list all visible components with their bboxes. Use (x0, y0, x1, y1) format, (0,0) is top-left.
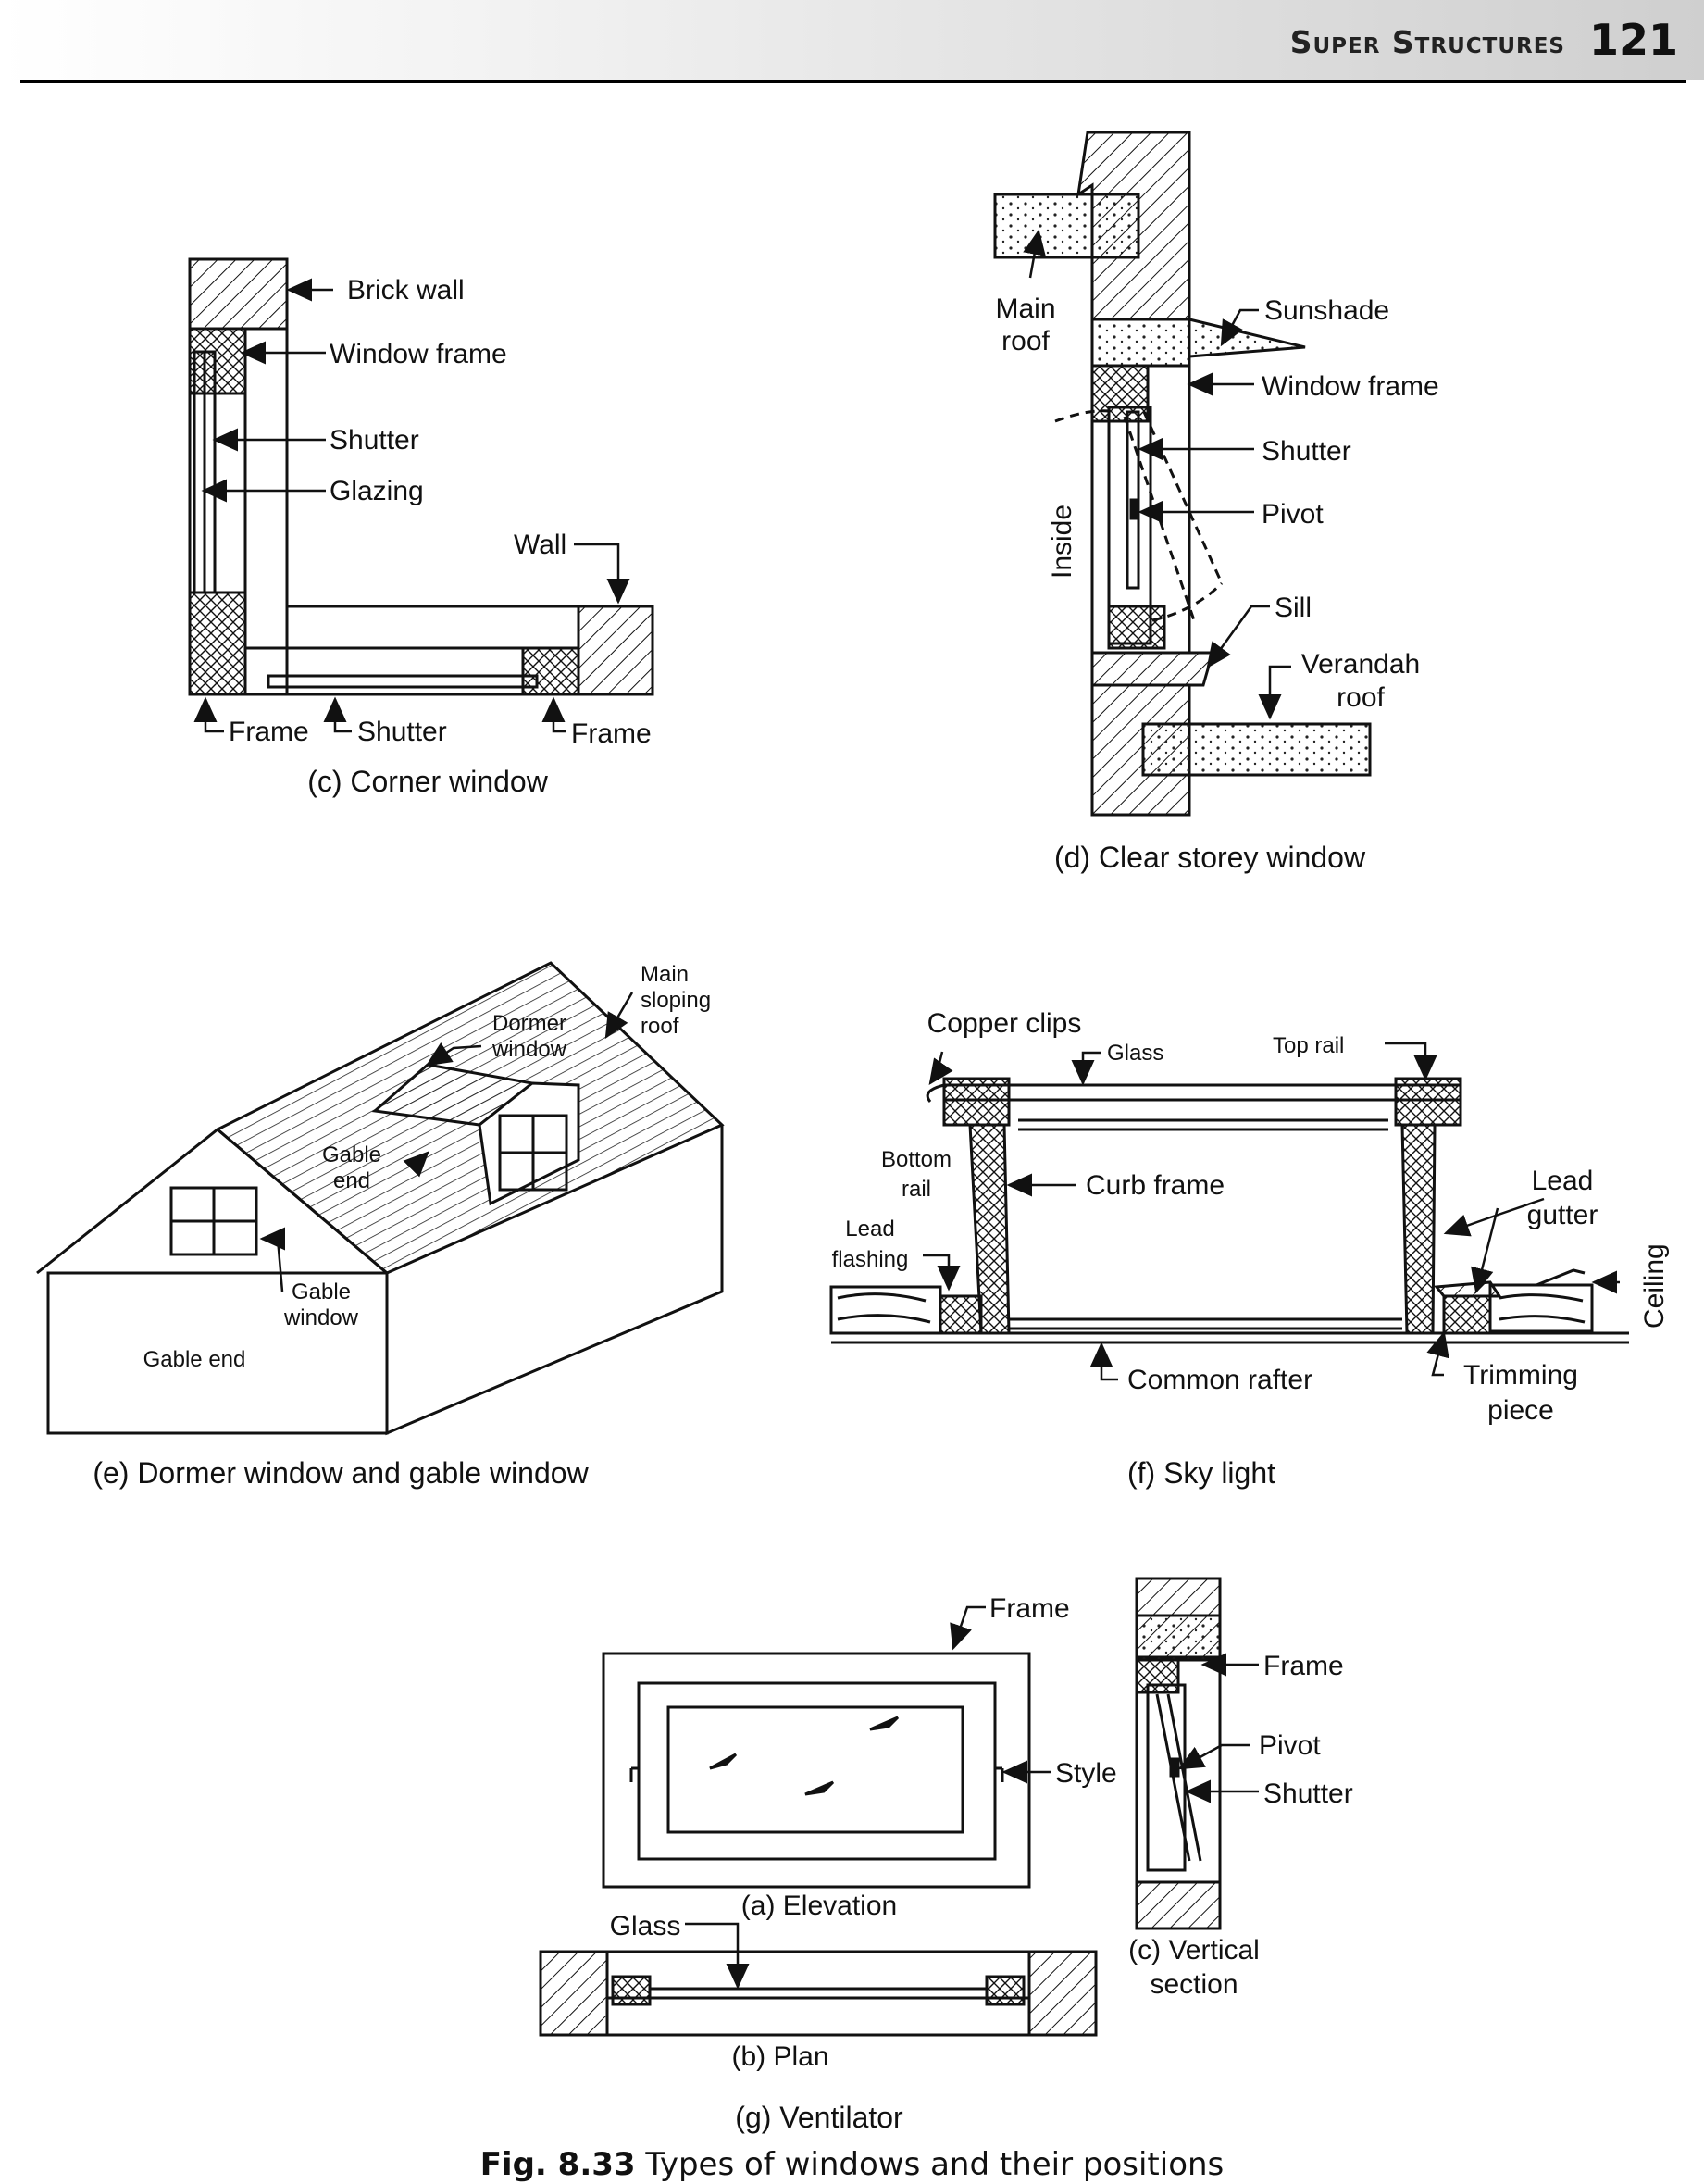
label-brick-wall: Brick wall (347, 275, 465, 306)
label-bottom-rail-1: Bottom (881, 1147, 952, 1172)
running-title: Super Structures (1289, 24, 1565, 60)
header-band (0, 0, 1704, 80)
label-frame-right: Frame (571, 718, 652, 749)
caption-clear-storey: (d) Clear storey window (1054, 841, 1366, 874)
label-lead-flashing-1: Lead (845, 1217, 894, 1242)
label-inside: Inside (1047, 505, 1077, 579)
ventilator-figure (539, 1577, 1222, 2037)
dormer-window-leaders (259, 992, 634, 1292)
label-lead-gutter-2: gutter (1527, 1200, 1598, 1230)
ventilator-leaders (685, 1605, 1259, 1990)
label-main-roof-1: Main (995, 293, 1055, 324)
label-pivot-g: Pivot (1259, 1730, 1321, 1761)
label-main-roof-2: roof (1001, 326, 1050, 356)
label-frame-left: Frame (229, 717, 309, 747)
label-window-frame-d: Window frame (1262, 371, 1439, 402)
label-dormer-1: Dormer (492, 1011, 566, 1036)
caption-ventilator: (g) Ventilator (735, 2101, 903, 2134)
label-common-rafter: Common rafter (1127, 1365, 1312, 1395)
label-trimming-2: piece (1487, 1395, 1554, 1426)
label-pivot-d: Pivot (1262, 499, 1324, 530)
label-sunshade: Sunshade (1264, 295, 1389, 326)
dormer-window-figure (36, 961, 725, 1436)
label-shutter-d: Shutter (1262, 436, 1351, 467)
label-ceiling: Ceiling (1639, 1243, 1670, 1329)
label-gable-end-roof-2: end (333, 1168, 370, 1193)
label-verandah-2: roof (1337, 682, 1385, 713)
label-glass-g: Glass (610, 1911, 681, 1941)
label-vertical-2: section (1150, 1969, 1238, 2000)
label-style: Style (1055, 1758, 1117, 1789)
label-curb-frame: Curb frame (1086, 1170, 1225, 1201)
label-gable-window-1: Gable (292, 1279, 351, 1304)
figure-caption: Fig. 8.33 Types of windows and their pos… (0, 2146, 1704, 2184)
caption-corner-window: (c) Corner window (307, 765, 549, 798)
caption-sky-light: (f) Sky light (1127, 1456, 1275, 1490)
label-lead-flashing-2: flashing (832, 1247, 909, 1272)
label-shutter: Shutter (330, 425, 419, 456)
label-main-sloping-3: roof (641, 1014, 679, 1039)
label-copper-clips: Copper clips (927, 1008, 1082, 1039)
label-elevation: (a) Elevation (741, 1891, 897, 1921)
label-main-sloping-1: Main (641, 962, 689, 987)
page-number: 121 (1588, 15, 1678, 65)
label-gable-end: Gable end (143, 1347, 246, 1372)
label-shutter-bottom: Shutter (357, 717, 447, 747)
label-wall: Wall (514, 530, 566, 560)
corner-window-figure (188, 257, 654, 696)
label-top-rail: Top rail (1273, 1033, 1344, 1058)
label-bottom-rail-2: rail (902, 1177, 931, 1202)
clear-storey-leaders (1023, 229, 1291, 720)
label-frame-g: Frame (989, 1593, 1070, 1624)
sky-light-leaders (923, 1042, 1620, 1381)
label-plan: (b) Plan (731, 2041, 828, 2072)
label-glazing: Glazing (330, 476, 424, 506)
header-rule (20, 80, 1686, 83)
figure-number: Fig. 8.33 (479, 2146, 636, 2183)
label-verandah-1: Verandah (1301, 649, 1420, 680)
label-frame-vs: Frame (1263, 1651, 1344, 1681)
label-window-frame: Window frame (330, 339, 507, 369)
label-lead-gutter-1: Lead (1532, 1166, 1594, 1196)
label-shutter-g: Shutter (1263, 1778, 1353, 1809)
corner-window-leaders (193, 278, 630, 733)
figure-title: Types of windows and their positions (645, 2146, 1225, 2183)
label-gable-end-roof-1: Gable (322, 1142, 381, 1167)
clear-storey-figure (993, 131, 1372, 817)
caption-dormer: (e) Dormer window and gable window (93, 1456, 589, 1490)
label-vertical-1: (c) Vertical (1128, 1935, 1260, 1966)
label-dormer-2: window (491, 1037, 567, 1062)
label-sill: Sill (1275, 593, 1312, 623)
label-glass-f: Glass (1107, 1041, 1163, 1066)
label-main-sloping-2: sloping (641, 988, 711, 1013)
label-trimming-1: Trimming (1463, 1360, 1578, 1391)
sky-light-figure (829, 1077, 1629, 1344)
label-gable-window-2: window (283, 1305, 359, 1330)
